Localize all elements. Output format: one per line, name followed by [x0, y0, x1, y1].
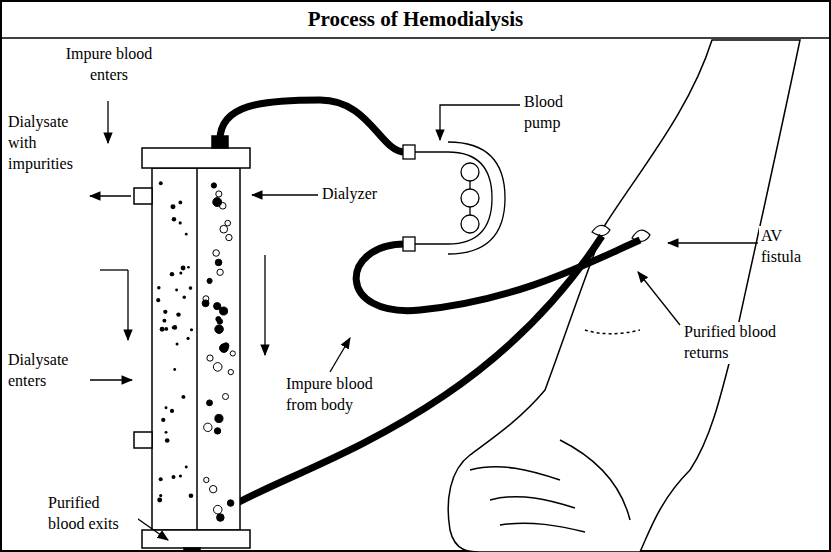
tube [220, 100, 405, 152]
callout-label: Blood pump [522, 92, 588, 134]
callout-label: Purified blood exits [46, 493, 138, 535]
leader-arrows [88, 101, 758, 540]
callout-label: Purified blood returns [682, 322, 820, 364]
callout-label: Impure blood enters [48, 44, 170, 86]
callout-label: AV fistula [759, 226, 827, 268]
tube [356, 240, 640, 311]
dialyzer [134, 136, 250, 552]
tube [192, 236, 602, 548]
particles [156, 181, 235, 521]
blood-pump [403, 142, 505, 254]
av-fistula [592, 225, 610, 235]
callout-label: Impure blood from body [284, 374, 384, 416]
callout-label: Dialyzer [320, 184, 414, 205]
title-rule [1, 37, 830, 39]
callout-label: Dialysate with impurities [6, 112, 90, 174]
callout-label: Dialysate enters [6, 350, 90, 392]
diagram-title: Process of Hemodialysis [0, 7, 831, 32]
